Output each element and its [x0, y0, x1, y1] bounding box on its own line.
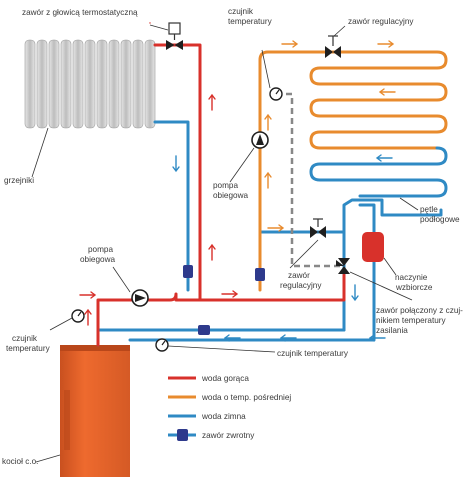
legend-label-cold: woda zimna	[201, 412, 246, 421]
expansion-vessel	[362, 205, 384, 262]
label-control-valve-mid-2: regulacyjny	[280, 281, 322, 290]
legend: woda gorąca woda o temp. pośredniej woda…	[168, 374, 291, 441]
label-sensor-left-1: czujnik	[12, 334, 38, 343]
legend-item-mid: woda o temp. pośredniej	[168, 393, 291, 402]
label-pump-upper-2: obiegowa	[213, 191, 248, 200]
label-pump-lower-1: pompa	[88, 245, 113, 254]
floor-loops	[302, 50, 448, 198]
legend-label-check-valve: zawór zwrotny	[202, 431, 255, 440]
callout-lines	[31, 24, 419, 463]
legend-item-cold: woda zimna	[168, 412, 246, 421]
cold-pipes	[96, 120, 443, 347]
boiler	[60, 345, 130, 477]
lower-pump	[131, 289, 149, 307]
label-mixing-valve-3: zasilania	[376, 326, 408, 335]
legend-item-check-valve: zawór zwrotny	[168, 429, 255, 441]
label-mixing-valve-1: zawór połączony z czuj-	[376, 306, 463, 315]
labels: zawór z głowicą termostatyczną czujnik t…	[2, 7, 463, 466]
legend-label-mid: woda o temp. pośredniej	[201, 393, 291, 402]
upper-pump	[251, 131, 269, 149]
radiator-bank	[24, 39, 156, 129]
label-expansion-2: wzbiorcze	[395, 283, 433, 292]
label-sensor-left-2: temperatury	[6, 344, 51, 353]
label-control-valve-top: zawór regulacyjny	[348, 17, 414, 26]
label-floor-loops-1: pętle	[420, 205, 438, 214]
control-valve-top	[325, 35, 341, 58]
label-expansion-1: naczynie	[395, 273, 428, 282]
label-thermostatic-valve: zawór z głowicą termostatyczną	[22, 8, 138, 17]
sensor-signal-line	[276, 92, 340, 268]
sensor-top	[269, 87, 283, 101]
thermostatic-valve	[166, 22, 183, 50]
legend-label-hot: woda gorąca	[201, 374, 249, 383]
label-pump-upper-1: pompa	[213, 181, 238, 190]
label-pump-lower-2: obiegowa	[80, 255, 115, 264]
control-valve-mid	[310, 218, 326, 238]
check-valves	[183, 265, 265, 335]
sensor-bottom	[155, 338, 169, 352]
label-floor-loops-2: podłogowe	[420, 215, 460, 224]
label-radiators: grzejniki	[4, 176, 34, 185]
label-boiler: kocioł c.o.	[2, 457, 38, 466]
mixing-valve	[336, 258, 350, 274]
flow-arrows	[79, 22, 396, 342]
label-mixing-valve-2: nikiem temperatury	[376, 316, 447, 325]
legend-item-hot: woda gorąca	[168, 374, 249, 383]
label-control-valve-mid-1: zawór	[288, 271, 310, 280]
label-sensor-top-2: temperatury	[228, 17, 273, 26]
label-sensor-bottom: czujnik temperatury	[277, 349, 349, 358]
mid-pipes	[258, 50, 306, 292]
label-sensor-top-1: czujnik	[228, 7, 254, 16]
sensor-left	[71, 309, 85, 323]
